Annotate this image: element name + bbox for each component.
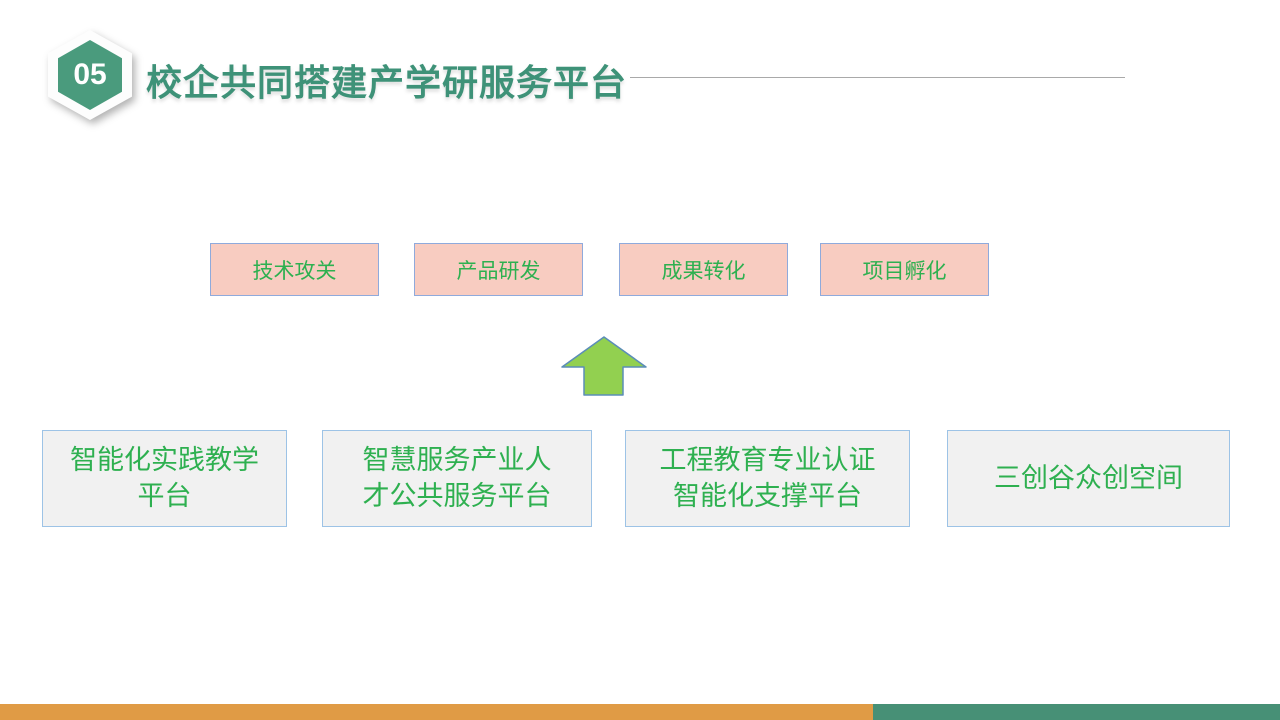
platform-box-engineering-education-cert: 工程教育专业认证 智能化支撑平台 [625, 430, 910, 527]
process-box-label: 项目孵化 [862, 259, 947, 283]
platform-box-line: 才公共服务平台 [362, 480, 552, 511]
process-box-product-rd: 产品研发 [414, 243, 583, 296]
process-box-tech-research: 技术攻关 [210, 243, 379, 296]
footer-bar-orange [0, 704, 873, 720]
hexagon-outer-shape: 05 [48, 30, 132, 120]
up-arrow-icon [561, 336, 647, 396]
platform-box-smart-practice-teaching: 智能化实践教学 平台 [42, 430, 287, 527]
platform-box-line: 智能化支撑平台 [673, 480, 862, 511]
slide-title: 校企共同搭建产学研服务平台 [146, 62, 628, 103]
process-box-achievement-transform: 成果转化 [619, 243, 788, 296]
hexagon-inner-shape: 05 [58, 40, 122, 110]
platform-box-makerspace: 三创谷众创空间 [947, 430, 1230, 527]
platform-box-line: 工程教育专业认证 [659, 444, 876, 475]
section-number: 05 [73, 58, 107, 91]
section-number-badge: 05 [48, 30, 132, 120]
platform-box-line: 智能化实践教学 [70, 444, 259, 475]
process-box-project-incubation: 项目孵化 [820, 243, 989, 296]
platform-box-smart-service-talent: 智慧服务产业人 才公共服务平台 [322, 430, 592, 527]
platform-box-line: 三创谷众创空间 [994, 462, 1183, 493]
platform-box-line: 智慧服务产业人 [362, 444, 552, 475]
process-box-label: 成果转化 [661, 259, 746, 283]
process-box-label: 产品研发 [456, 259, 541, 283]
footer-bar-green [873, 704, 1280, 720]
process-box-label: 技术攻关 [252, 259, 337, 283]
title-divider-line [630, 77, 1125, 78]
platform-box-line: 平台 [137, 480, 192, 511]
